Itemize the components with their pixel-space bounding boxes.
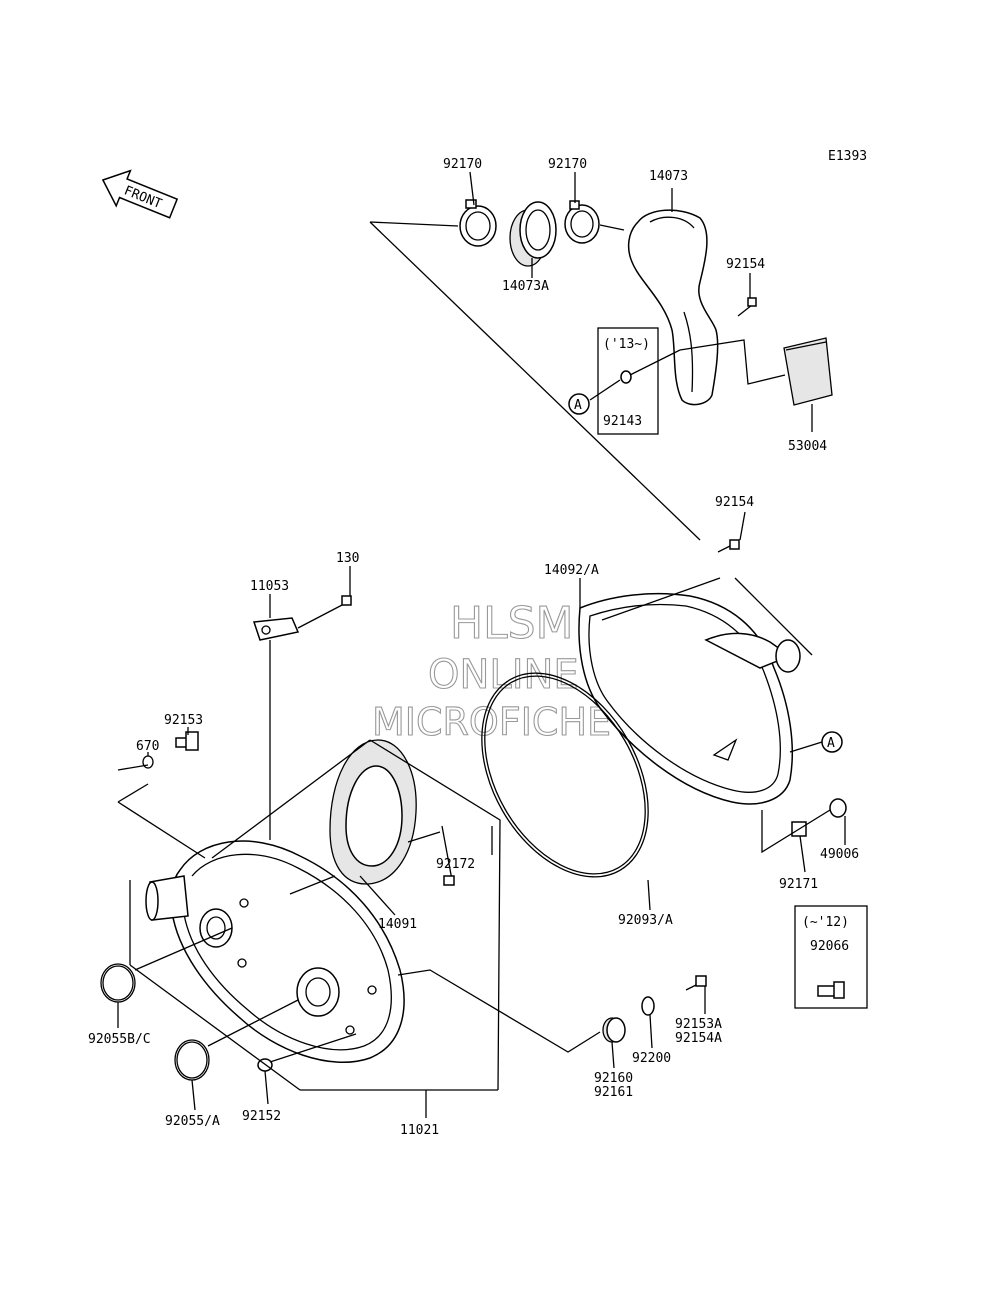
part-label-92170-right: 92170: [548, 157, 587, 172]
part-label-14073A: 14073A: [502, 279, 549, 294]
part-label-14091: 14091: [378, 917, 417, 932]
svg-text:A: A: [827, 736, 835, 751]
part-labels: 92170 92170 14073 14073A 92154 53004 921…: [88, 157, 859, 1138]
note-to-12: (~'12): [802, 915, 849, 930]
part-label-92171: 92171: [779, 877, 818, 892]
watermark: HLSM ONLINE MICROFICHE: [371, 597, 611, 744]
part-label-92143: 92143: [603, 414, 642, 429]
shield-14091: [329, 739, 417, 885]
note-from-13: ('13~): [603, 337, 650, 352]
part-label-11021: 11021: [400, 1123, 439, 1138]
part-label-92154-mid: 92154: [715, 495, 754, 510]
part-label-92153A: 92153A: [675, 1017, 722, 1032]
bolt-92172: [441, 825, 455, 886]
part-label-49006: 49006: [820, 847, 859, 862]
note-box-to-12: (~'12) 92066: [794, 905, 868, 1009]
washer-92200: [641, 996, 655, 1016]
bolt-92154-top: [737, 297, 757, 317]
part-label-92093A: 92093/A: [618, 913, 673, 928]
grommet-49006: [829, 798, 847, 818]
part-label-92066: 92066: [810, 939, 849, 954]
sleeve-14073A: [509, 201, 557, 267]
watermark-line3: MICROFICHE: [372, 700, 611, 744]
part-label-92154-top: 92154: [726, 257, 765, 272]
oring-92055A: [174, 1039, 210, 1081]
damper-92160: [602, 1017, 626, 1043]
part-label-92170-left: 92170: [443, 157, 482, 172]
bolt-92154-mid: [717, 539, 740, 553]
bolt-92153A: [685, 975, 707, 991]
part-label-92161: 92161: [594, 1085, 633, 1100]
part-label-92055BC: 92055B/C: [88, 1032, 151, 1047]
diagram-code: E1393: [828, 149, 867, 164]
callout-a-lower: A: [821, 731, 843, 753]
note-box-from-13: ('13~) 92143: [597, 327, 659, 435]
clamp-92170-left: [459, 199, 497, 247]
watermark-line2: ONLINE: [428, 652, 579, 698]
part-label-92160: 92160: [594, 1071, 633, 1086]
part-label-14073: 14073: [649, 169, 688, 184]
part-label-670: 670: [136, 739, 159, 754]
outer-cover: [578, 592, 801, 805]
part-label-92200: 92200: [632, 1051, 671, 1066]
bracket-11053: [252, 617, 300, 641]
part-label-92172: 92172: [436, 857, 475, 872]
callout-a-upper: A: [568, 393, 590, 415]
duct-14073: [627, 209, 719, 406]
part-label-92154A: 92154A: [675, 1031, 722, 1046]
svg-text:A: A: [574, 398, 582, 413]
watermark-line1: HLSM: [450, 598, 574, 649]
part-label-92152: 92152: [242, 1109, 281, 1124]
seal-92093A: [481, 672, 649, 878]
part-label-11053: 11053: [250, 579, 289, 594]
clamp-92170-right: [564, 200, 600, 244]
leaders-top: [369, 171, 813, 541]
leaders-left: [117, 566, 706, 1118]
part-label-92055A: 92055/A: [165, 1114, 220, 1129]
plate-53004: [783, 337, 833, 406]
part-label-92153: 92153: [164, 713, 203, 728]
plug-92153: [175, 731, 199, 751]
front-arrow-icon: FRONT: [101, 169, 179, 219]
part-label-130: 130: [336, 551, 359, 566]
oring-92055BC: [100, 963, 136, 1003]
inner-cover-11021: [145, 840, 405, 1064]
part-label-14092A: 14092/A: [544, 563, 599, 578]
part-label-53004: 53004: [788, 439, 827, 454]
leaders-mid: [579, 511, 846, 911]
bolt-130: [297, 595, 352, 629]
